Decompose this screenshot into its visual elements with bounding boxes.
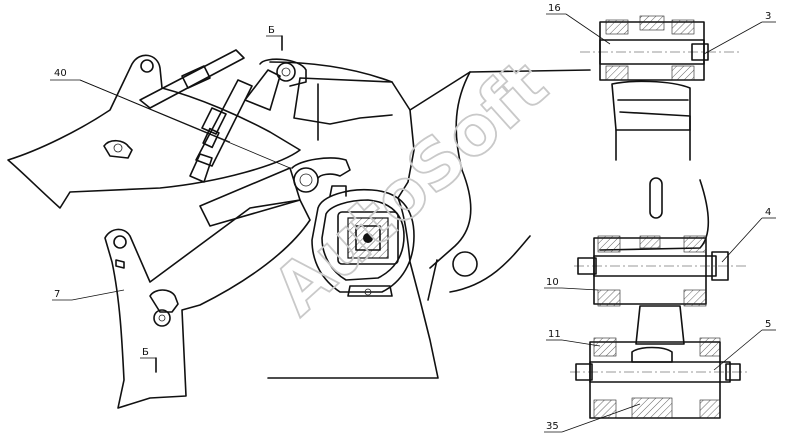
link-assembly [189, 58, 351, 227]
hole-large [452, 251, 478, 277]
callout-labels: 40 7 16 3 4 10 11 5 35 Б Б [54, 3, 771, 432]
section-bottom [570, 337, 750, 419]
callout-40: 40 [54, 68, 67, 79]
upper-mould-plate [7, 49, 301, 209]
callout-7: 7 [54, 289, 60, 300]
callout-11: 11 [548, 329, 561, 340]
callout-16: 16 [548, 3, 561, 14]
section-mark-top: Б [268, 25, 275, 36]
section-top [580, 15, 740, 161]
main-plate [267, 61, 710, 379]
callout-4: 4 [765, 207, 771, 218]
callout-10: 10 [546, 277, 559, 288]
slot [649, 177, 663, 219]
section-mark-bottom: Б [142, 347, 149, 358]
leader-lines [50, 13, 776, 433]
central-hub [311, 185, 415, 297]
watermark: AutoSoft [259, 46, 563, 331]
callout-35: 35 [546, 421, 559, 432]
callout-5: 5 [765, 319, 771, 330]
section-middle [574, 235, 748, 345]
lower-plough-leg [104, 199, 311, 409]
callout-3: 3 [765, 11, 771, 22]
